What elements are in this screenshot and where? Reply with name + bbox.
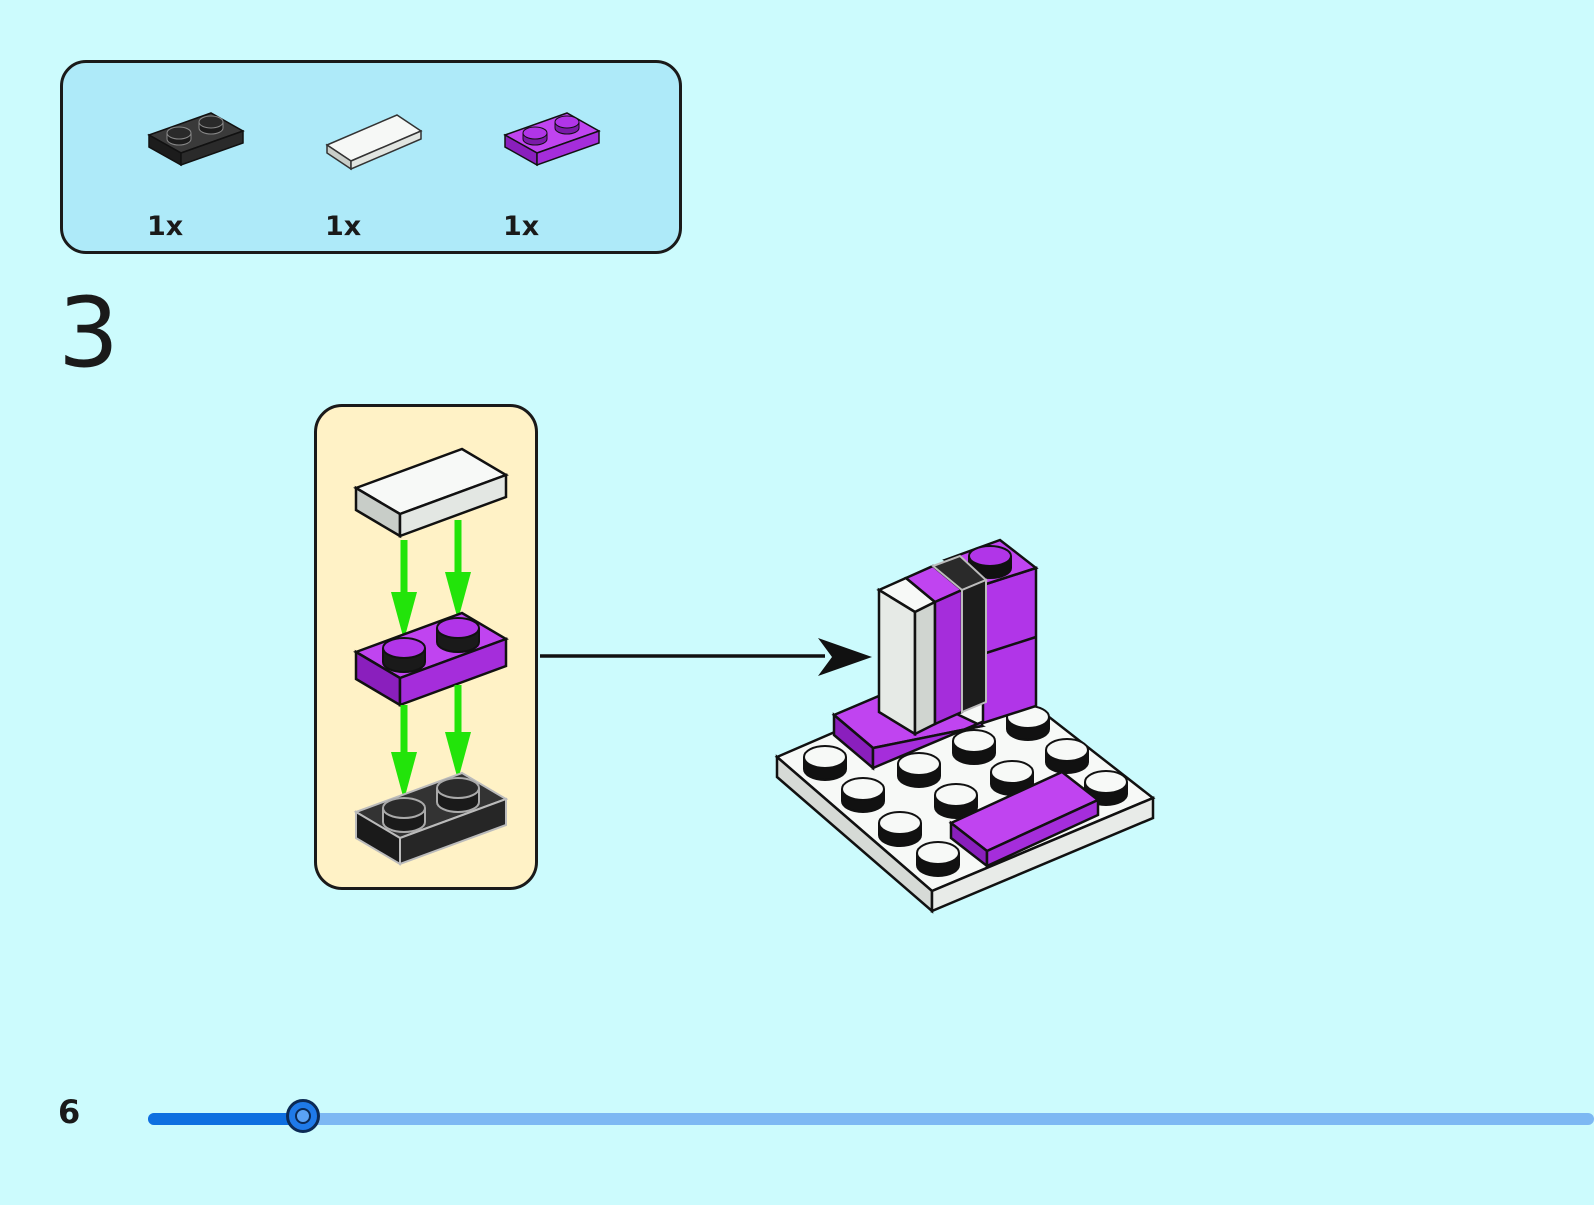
part-quantity: 1x: [325, 211, 362, 242]
parts-list-box: 1x 1x 1x: [60, 60, 682, 254]
parts-list-item-white-tile: 1x: [325, 103, 435, 240]
progress-bar-knob[interactable]: [285, 1099, 320, 1133]
white-tile-brick: [353, 447, 509, 539]
placement-arrow: [540, 638, 872, 676]
base-studs: [803, 705, 1128, 877]
black-plate-brick: [353, 771, 509, 866]
black-1x2-plate-icon: [147, 112, 245, 167]
part-quantity: 1x: [147, 211, 184, 242]
model-assembly: [774, 538, 1156, 914]
purple-plate-brick: [353, 611, 509, 708]
parts-list-item-purple-plate: 1x: [503, 103, 613, 240]
stacked-sub-assembly-on-tower: [876, 554, 988, 737]
assembly-arrow-green: [391, 685, 471, 800]
assembly-arrow-green: [391, 520, 471, 640]
page-number: 6: [58, 1093, 81, 1131]
purple-tile-on-base: [948, 770, 1101, 869]
step-number: 3: [58, 277, 120, 389]
white-1x2-tile-icon: [325, 114, 423, 171]
progress-bar-fill: [148, 1113, 303, 1125]
part-quantity: 1x: [503, 211, 540, 242]
purple-tower-column: [942, 538, 1039, 725]
parts-list-item-black-plate: 1x: [147, 103, 257, 240]
progress-bar: [148, 1099, 1594, 1133]
purple-1x2-plate-icon: [503, 112, 601, 167]
